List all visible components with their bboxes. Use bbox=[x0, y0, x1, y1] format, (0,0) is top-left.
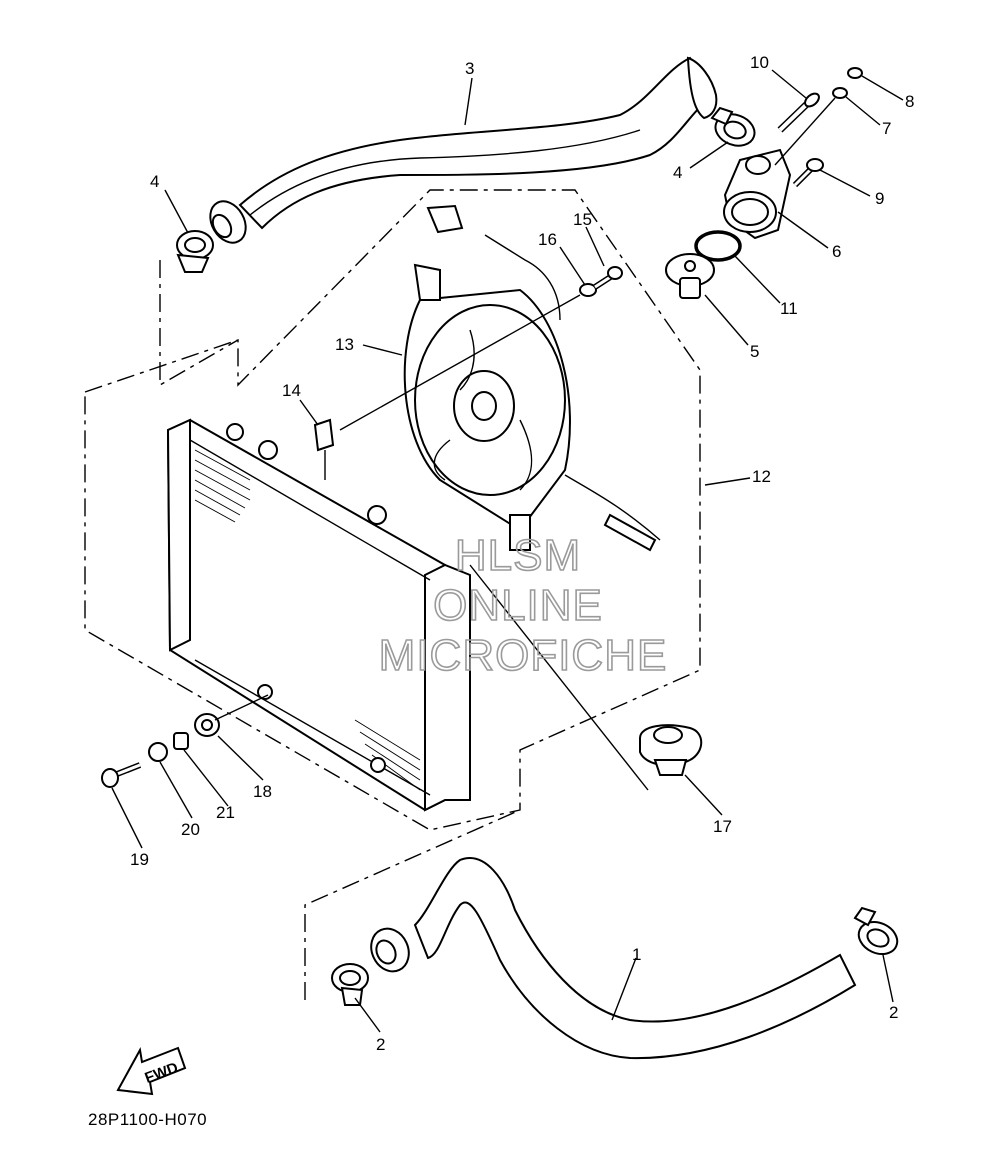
callout-4-left[interactable]: 4 bbox=[150, 172, 159, 191]
upper-radiator-hose[interactable] bbox=[203, 56, 718, 249]
watermark: HLSM ONLINE MICROFICHE bbox=[378, 530, 668, 681]
washer-mount[interactable] bbox=[148, 742, 168, 762]
watermark-line-2: ONLINE bbox=[433, 581, 603, 630]
callout-20[interactable]: 20 bbox=[181, 820, 200, 839]
callout-1[interactable]: 1 bbox=[632, 945, 641, 964]
callout-4-right[interactable]: 4 bbox=[673, 163, 682, 182]
callout-2-left[interactable]: 2 bbox=[376, 1035, 385, 1054]
callout-11[interactable]: 11 bbox=[780, 299, 798, 318]
watermark-line-3: MICROFICHE bbox=[379, 631, 668, 680]
hose-clamp-upper-left[interactable] bbox=[176, 230, 214, 273]
callout-16[interactable]: 16 bbox=[538, 230, 557, 249]
bolt-housing[interactable] bbox=[792, 158, 824, 188]
callout-14[interactable]: 14 bbox=[282, 381, 301, 400]
callout-13[interactable]: 13 bbox=[335, 335, 354, 354]
callout-12[interactable]: 12 bbox=[752, 467, 771, 486]
radiator-assembly-boundary bbox=[84, 189, 701, 831]
nut-clip[interactable] bbox=[313, 418, 335, 452]
callout-7[interactable]: 7 bbox=[882, 119, 891, 138]
thermostat[interactable] bbox=[665, 253, 715, 299]
hose-connect-line-bottom bbox=[304, 809, 521, 1000]
radiator-core[interactable] bbox=[166, 418, 471, 812]
bolt-long[interactable] bbox=[777, 91, 821, 133]
hose-clamp-lower-left[interactable] bbox=[331, 963, 369, 1006]
leader-lines bbox=[111, 69, 904, 1033]
lower-radiator-hose[interactable] bbox=[364, 857, 857, 1060]
hose-connect-line-top bbox=[159, 260, 239, 387]
callout-17[interactable]: 17 bbox=[713, 817, 732, 836]
fan-motor-assembly[interactable] bbox=[403, 204, 661, 552]
diagram-code: 28P1100-H070 bbox=[88, 1110, 208, 1129]
watermark-line-1: HLSM bbox=[455, 531, 581, 580]
bolt-fan[interactable] bbox=[593, 266, 623, 290]
hose-clamp-upper-right[interactable] bbox=[710, 106, 759, 151]
callout-10[interactable]: 10 bbox=[750, 53, 769, 72]
callout-15[interactable]: 15 bbox=[573, 210, 592, 229]
forward-direction-arrow: FWD bbox=[116, 1046, 187, 1096]
washer-air-bleed[interactable] bbox=[832, 87, 848, 99]
collar-spacer[interactable] bbox=[173, 732, 189, 750]
callout-9[interactable]: 9 bbox=[875, 189, 884, 208]
callout-5[interactable]: 5 bbox=[750, 342, 759, 361]
hose-clamp-lower-right[interactable] bbox=[853, 906, 903, 960]
callout-8[interactable]: 8 bbox=[905, 92, 914, 111]
callout-3[interactable]: 3 bbox=[465, 59, 474, 78]
callout-19[interactable]: 19 bbox=[130, 850, 149, 869]
thermostat-housing[interactable] bbox=[723, 148, 792, 240]
radiator-cap[interactable] bbox=[639, 724, 703, 776]
callout-6[interactable]: 6 bbox=[832, 242, 841, 261]
o-ring[interactable] bbox=[694, 230, 742, 262]
callout-2-right[interactable]: 2 bbox=[889, 1003, 898, 1022]
callout-21[interactable]: 21 bbox=[216, 803, 235, 822]
callout-labels: 3 4 4 10 8 7 9 6 11 5 12 13 14 15 16 17 … bbox=[130, 53, 914, 1054]
bolt-air-bleed[interactable] bbox=[847, 67, 863, 79]
bolt-radiator-mount[interactable] bbox=[101, 762, 142, 788]
collar-fan[interactable] bbox=[579, 283, 597, 297]
callout-18[interactable]: 18 bbox=[253, 782, 272, 801]
